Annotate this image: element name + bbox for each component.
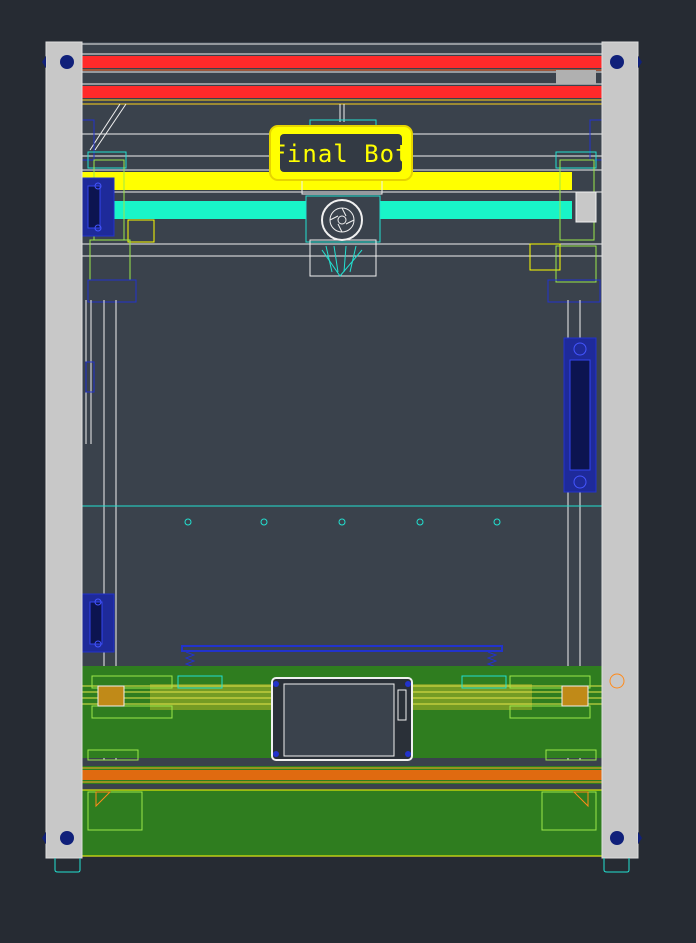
bed-level-line — [82, 505, 602, 526]
left-frame-post — [45, 41, 83, 873]
right-y-carriage — [529, 119, 603, 303]
lower-base — [81, 789, 603, 857]
title-badge-text: Final Bot — [271, 140, 410, 168]
top-rail-assembly — [81, 43, 603, 105]
lcd-screen-icon — [271, 677, 413, 761]
corner-bolt-icon — [60, 55, 74, 69]
bottom-rail — [82, 766, 602, 784]
corner-bolt-icon — [60, 831, 74, 845]
fan-icon — [321, 199, 363, 241]
right-frame-post — [601, 41, 639, 873]
orange-marker — [609, 673, 625, 689]
title-badge: Final Bot — [269, 125, 413, 181]
corner-bolt-icon — [610, 831, 624, 845]
toolhead — [301, 119, 383, 277]
corner-bolt-icon — [610, 55, 624, 69]
edge-markers — [42, 56, 642, 844]
left-endstop — [85, 361, 95, 393]
right-z-motor — [563, 337, 597, 493]
